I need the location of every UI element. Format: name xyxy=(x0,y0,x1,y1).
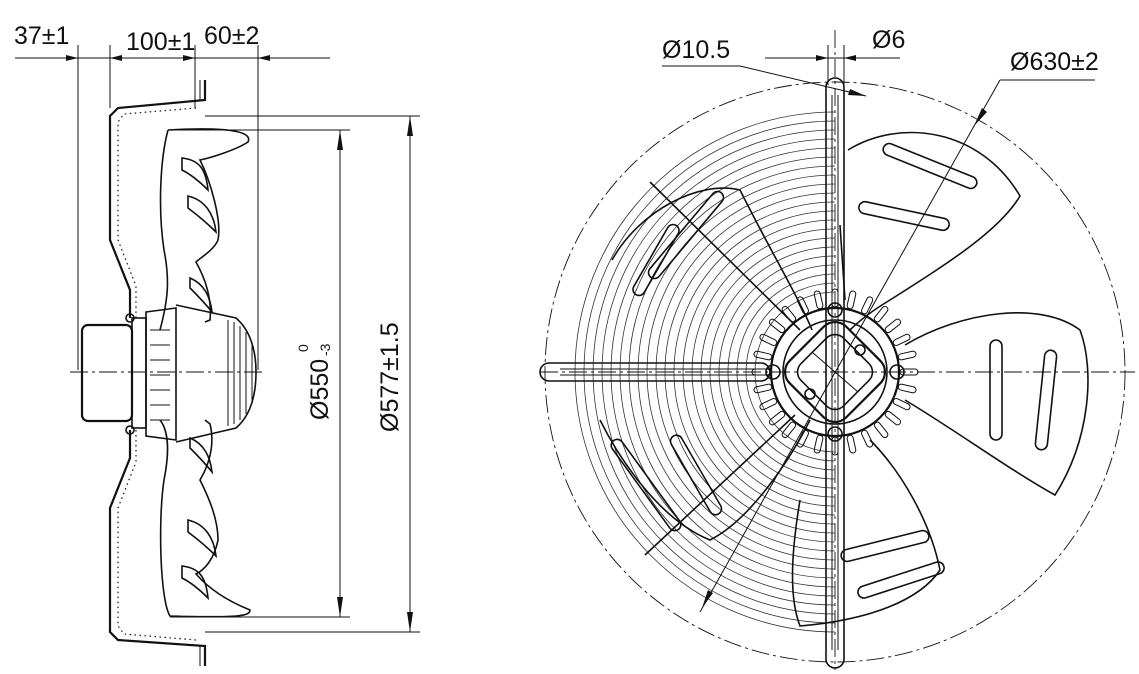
front-view: Ø6 Ø10.5 Ø630±2 xyxy=(539,26,1135,670)
motor-plate xyxy=(131,317,147,429)
front-blade-bottom xyxy=(791,439,941,627)
guard-ring xyxy=(754,291,836,453)
hub-fin xyxy=(884,318,902,334)
hub-fin xyxy=(813,290,824,310)
front-blade-left-top xyxy=(611,187,813,331)
hub-fin xyxy=(813,434,824,454)
bolt xyxy=(125,313,135,323)
guard-ring xyxy=(736,273,836,471)
hub-fin xyxy=(768,410,786,426)
blade-outline xyxy=(159,128,251,618)
guard-ring xyxy=(745,282,836,462)
bolt xyxy=(125,425,135,435)
dim-550-tol-upper: 0 xyxy=(295,344,311,352)
arrow-head xyxy=(407,612,413,632)
dim-10-5-leader-diag xyxy=(739,65,867,97)
side-view: 37±1 100±1 60±2 xyxy=(14,22,420,666)
hub-fin xyxy=(892,398,911,411)
blade-slot xyxy=(187,194,218,235)
hub-fin xyxy=(897,350,917,361)
dim-630-diag xyxy=(699,79,1001,613)
dim-550-group: Ø550 0 -3 xyxy=(295,343,334,420)
hub-fin xyxy=(861,296,874,315)
arrow-head xyxy=(110,55,122,61)
arrow-head xyxy=(66,55,78,61)
hub-fins xyxy=(751,288,919,456)
dim-37-label: 37±1 xyxy=(14,22,69,50)
hub-fin xyxy=(899,368,919,376)
motor-cap xyxy=(80,323,134,423)
hub xyxy=(765,302,905,442)
hub-fin xyxy=(753,383,773,394)
blade-slot xyxy=(181,157,210,193)
front-blade-right xyxy=(904,312,1089,497)
arrow-head xyxy=(258,55,270,61)
hub-fin xyxy=(861,429,874,448)
hub-fin xyxy=(751,368,771,376)
arrow-head xyxy=(337,597,343,617)
rotor-fin-lines xyxy=(150,320,253,426)
guard-struts xyxy=(539,77,846,669)
guard-ring xyxy=(592,129,836,615)
hub-fin xyxy=(753,350,773,361)
guard-ring xyxy=(610,147,836,597)
front-blade-slots xyxy=(610,142,1058,599)
guard-ring xyxy=(601,138,836,606)
arrow-head xyxy=(337,130,343,150)
dim-550-label: Ø550 xyxy=(306,359,334,420)
shroud-dotted xyxy=(117,107,197,641)
arrow-head xyxy=(183,55,195,61)
guard-ring xyxy=(619,156,836,588)
blade-slot xyxy=(181,565,210,601)
arrow-head xyxy=(407,116,413,136)
hub-fin xyxy=(897,383,917,394)
motor-housing xyxy=(145,307,177,441)
arrow-head xyxy=(848,89,866,96)
hub-fin xyxy=(759,398,778,411)
hub-fin xyxy=(759,333,778,346)
arrow-head xyxy=(974,108,987,126)
dim-10-5-label: Ø10.5 xyxy=(662,36,730,64)
rotor-fins xyxy=(175,304,257,443)
hub-fin xyxy=(768,318,786,334)
dim-550-tol-lower: -3 xyxy=(317,343,333,356)
guard-rings xyxy=(574,111,836,633)
hub-fin xyxy=(892,333,911,346)
dim-577-label: Ø577±1.5 xyxy=(376,322,404,432)
dim-60-label: 60±2 xyxy=(204,22,259,50)
arrow-head xyxy=(844,55,856,61)
dim-630-label: Ø630±2 xyxy=(1010,48,1099,76)
hub-fin xyxy=(781,421,797,439)
arrow-head xyxy=(702,590,713,608)
front-blade-left-bottom xyxy=(599,419,811,541)
hub-fin xyxy=(831,288,839,308)
blade-slot xyxy=(189,436,214,475)
arrow-head xyxy=(816,55,828,61)
guard-ring xyxy=(727,264,836,480)
hub-fin xyxy=(796,296,809,315)
venturi-ring-profile xyxy=(108,80,207,666)
hub-fin xyxy=(873,305,889,323)
hub-fin xyxy=(846,290,857,310)
front-blade-top-right xyxy=(847,131,1021,331)
guard-ring xyxy=(574,111,836,633)
guard-ring xyxy=(583,120,836,624)
dim-100-label: 100±1 xyxy=(126,28,195,56)
dim-6-label: Ø6 xyxy=(872,26,905,54)
blade-slot xyxy=(187,518,218,559)
hub-fin xyxy=(831,436,839,456)
hub-fin xyxy=(781,305,797,323)
hub-fin xyxy=(873,421,889,439)
hub-fin xyxy=(796,429,809,448)
hub-fin xyxy=(884,410,902,426)
hub-fin xyxy=(846,434,857,454)
